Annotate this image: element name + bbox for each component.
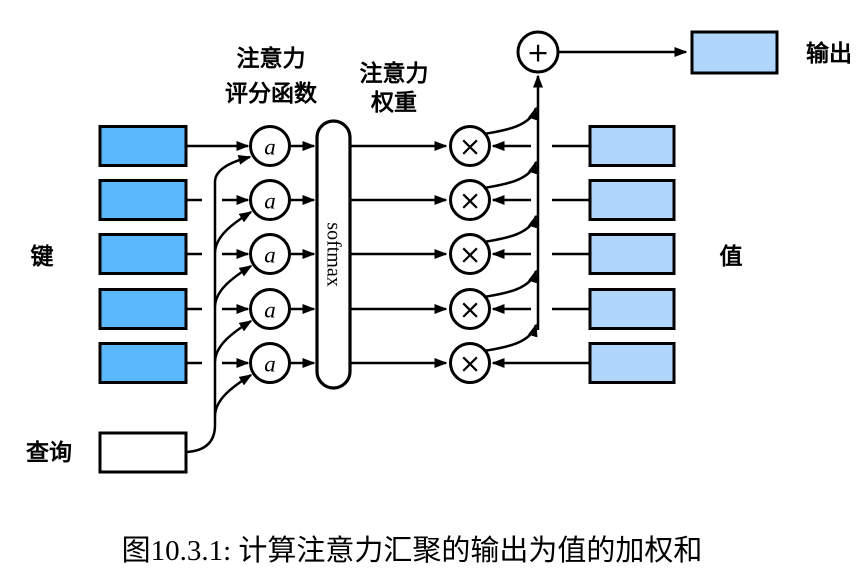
multiply-node-3: [449, 233, 491, 275]
attn-weight-label-line2: 权重: [370, 89, 417, 115]
merge-curve-1: [483, 106, 538, 136]
score-symbol-3: a: [264, 243, 276, 268]
output-label: 输出: [806, 40, 852, 66]
merge-curve-4: [483, 269, 538, 299]
score-symbol-4: a: [264, 298, 276, 323]
multiply-node-1: [449, 125, 491, 167]
keys-label: 键: [31, 243, 54, 269]
attn-weight-label-line1: 注意力: [360, 60, 429, 86]
key-box-5: [98, 342, 188, 384]
multiply-symbol-2: ×: [459, 186, 482, 217]
value-box-4: [588, 288, 676, 330]
multiply-symbol-1: ×: [459, 132, 482, 163]
value-box-2: [588, 179, 676, 221]
query-branch-3: [213, 264, 253, 307]
multiply-node-2: [449, 179, 491, 221]
scoring-fn-label-line1: 注意力: [237, 45, 306, 71]
scoring-fn-label-line2: 评分函数: [225, 80, 318, 106]
query-box: [98, 431, 188, 474]
multiply-nodes: × × × × ×: [449, 125, 491, 384]
softmax-to-multiply-wires: [350, 141, 448, 368]
query-branch-5: [213, 373, 253, 416]
figure-caption: 图10.3.1: 计算注意力汇聚的输出为值的加权和: [122, 534, 703, 567]
score-to-softmax-wires: [289, 141, 316, 368]
multiply-symbol-5: ×: [459, 349, 482, 380]
sum-bus: [483, 74, 543, 353]
merge-curve-5: [483, 323, 538, 353]
query-label: 查询: [26, 439, 72, 465]
values-column: [588, 125, 676, 384]
score-symbol-5: a: [264, 352, 276, 377]
header-labels: 注意力 评分函数 注意力 权重: [225, 45, 429, 115]
merge-curve-2: [483, 160, 538, 190]
multiply-symbol-4: ×: [459, 295, 482, 326]
multiply-symbol-3: ×: [459, 240, 482, 271]
keys-column: [98, 125, 188, 384]
key-box-3: [98, 233, 188, 275]
query-branch-4: [213, 319, 253, 362]
sum-symbol: +: [527, 38, 550, 69]
score-symbol-1: a: [264, 135, 276, 160]
values-label: 值: [720, 243, 743, 269]
query-branch-2: [213, 210, 253, 253]
value-box-3: [588, 233, 676, 275]
value-to-multiply-wires: [491, 141, 590, 368]
score-symbol-2: a: [264, 189, 276, 214]
score-nodes: a a a a a: [249, 125, 291, 384]
key-box-4: [98, 288, 188, 330]
key-to-score-wires: [186, 141, 250, 368]
side-labels: 键 查询 值 输出: [26, 40, 852, 465]
query-bus: [186, 154, 253, 454]
merge-curve-3: [483, 214, 538, 244]
key-box-1: [98, 125, 188, 167]
value-box-5: [588, 342, 676, 384]
multiply-node-5: [449, 342, 491, 384]
output-box: [690, 30, 779, 75]
value-box-1: [588, 125, 676, 167]
softmax-label: softmax: [323, 222, 345, 286]
multiply-node-4: [449, 288, 491, 330]
key-box-2: [98, 179, 188, 221]
